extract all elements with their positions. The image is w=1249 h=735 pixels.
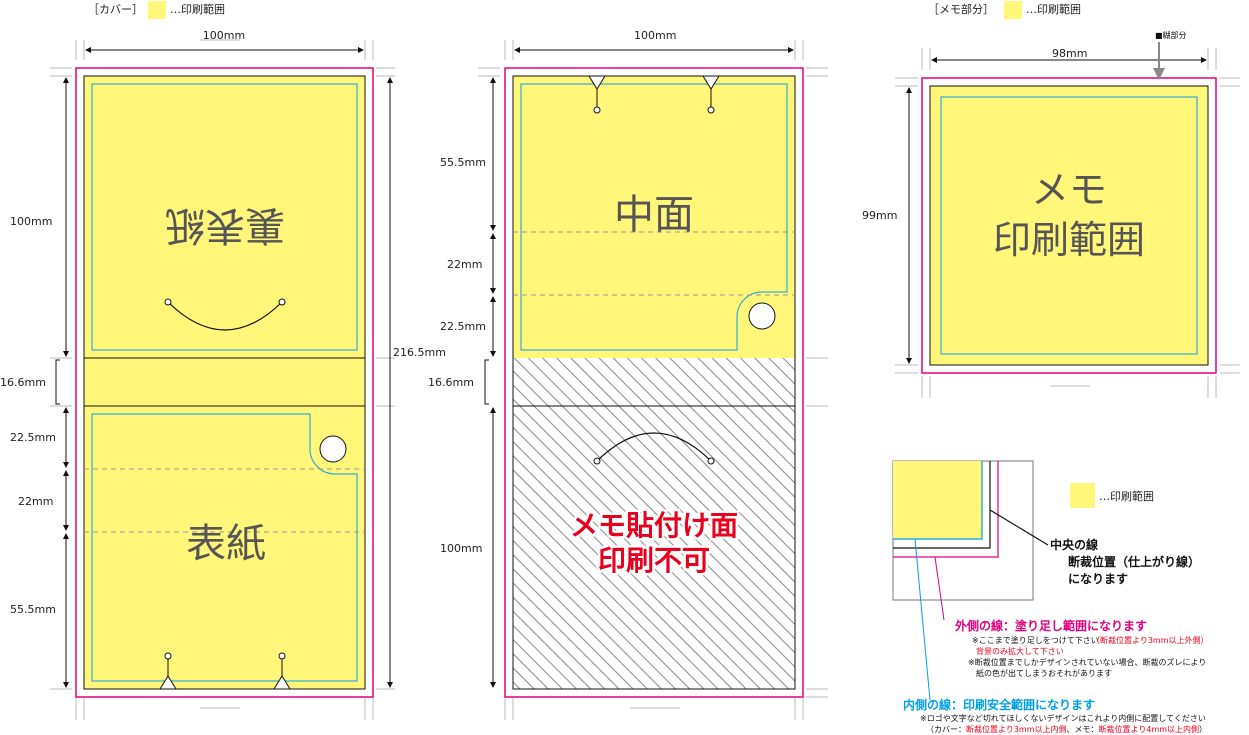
memo-template: メモ 印刷範囲 98mm 99mm ■糊部分 xyxy=(862,30,1240,398)
inner-note-2c: 、メモ： xyxy=(1067,725,1099,734)
cover-curve-line xyxy=(167,301,283,331)
cover-hole xyxy=(319,435,347,463)
center-line-title: 中央の線 xyxy=(1050,537,1098,552)
middle-no-print-line1: メモ貼付け面 xyxy=(570,509,738,542)
memo-legend-swatch xyxy=(1004,1,1022,19)
cover-bottom3-label: 55.5mm xyxy=(10,603,56,616)
middle-hole xyxy=(748,302,776,330)
cover-front-area xyxy=(84,406,365,689)
legend-yellow-area xyxy=(893,461,982,539)
memo-legend-text: …印刷範囲 xyxy=(1026,2,1081,16)
memo-bleed-line xyxy=(921,77,1217,374)
cover-notch-right xyxy=(273,675,291,690)
inner-line-title: 内側の線：印刷安全範囲になります xyxy=(903,697,1095,712)
middle-width-label: 100mm xyxy=(634,29,676,42)
middle-inner-area xyxy=(513,76,795,358)
cover-back-safe-line xyxy=(91,83,358,351)
middle-bottom-label: 100mm xyxy=(440,542,482,555)
glue-arrow-icon xyxy=(1153,68,1165,80)
cover-width-label: 100mm xyxy=(203,29,245,42)
inner-note-2e: ） xyxy=(1199,725,1207,734)
inner-note-1: ※ロゴや文字など切れてほしくないデザインはこれより内側に配置してください xyxy=(920,713,1206,723)
middle-template: 中面 メモ貼付け面 印刷不可 100mm 55.5mm 22mm 22.5mm … xyxy=(428,29,828,720)
cover-bottom2-label: 22mm xyxy=(18,495,53,508)
cover-back-title: 裏表紙 xyxy=(165,202,285,248)
memo-safe-line xyxy=(940,96,1198,355)
center-line-desc1: 断裁位置（仕上がり線） xyxy=(1068,554,1200,569)
outer-note-4: 紙の色が出てしまうおそれがあります xyxy=(976,668,1112,678)
cover-bottom1-label: 22.5mm xyxy=(10,431,56,444)
middle-no-print-area xyxy=(513,358,795,689)
cover-total-label: 216.5mm xyxy=(393,346,446,359)
legend-print-text: …印刷範囲 xyxy=(1099,489,1154,503)
inner-note-2: （カバー：断裁位置より3mm以上内側、メモ：断裁位置より4mm以上内側） xyxy=(926,724,1207,734)
cover-spine-label: 16.6mm xyxy=(0,376,46,389)
memo-print-area xyxy=(930,86,1208,365)
cover-notch-left xyxy=(159,675,177,690)
middle-d1-label: 55.5mm xyxy=(440,156,486,169)
inner-note-2b: 断裁位置より3mm以上内側 xyxy=(966,724,1067,734)
cover-template: 裏表紙 表紙 100mm 100mm 16.6mm 22.5mm 22mm 55… xyxy=(0,29,446,720)
memo-title-line1: メモ xyxy=(1031,168,1107,212)
outer-line-title: 外側の線：塗り足し範囲になります xyxy=(955,618,1147,633)
middle-spine-label: 16.6mm xyxy=(428,376,474,389)
outer-note-1a: ※ここまで塗り足しをつけて下さい xyxy=(972,635,1099,645)
cover-bleed-line xyxy=(75,67,374,698)
center-line-desc2: になります xyxy=(1068,572,1128,586)
memo-legend-label: ［メモ部分］ xyxy=(928,2,994,16)
middle-d3-label: 22.5mm xyxy=(440,320,486,333)
cover-legend-label: ［カバー］ xyxy=(88,3,143,16)
inner-note-2d: 断裁位置より4mm以上内側 xyxy=(1099,724,1200,734)
outer-note-3: ※断裁位置までしかデザインされていない場合、断裁のズレにより xyxy=(968,657,1206,667)
legend-box: …印刷範囲 中央の線 断裁位置（仕上がり線） になります 外側の線：塗り足し範囲… xyxy=(892,460,1209,734)
memo-width-label: 98mm xyxy=(1052,47,1087,60)
cover-legend-swatch xyxy=(148,1,166,19)
middle-bleed-line xyxy=(504,67,804,698)
outer-note-2: 背景のみ拡大して下さい xyxy=(976,646,1064,656)
cover-trim-line xyxy=(83,75,366,690)
glue-label: ■糊部分 xyxy=(1155,30,1187,40)
inner-note-2a: （カバー： xyxy=(926,725,966,734)
legend-swatch xyxy=(1070,483,1095,508)
middle-d2-label: 22mm xyxy=(447,258,482,271)
memo-title-line2: 印刷範囲 xyxy=(993,218,1145,262)
cover-legend-text: …印刷範囲 xyxy=(170,2,225,16)
middle-safe-line xyxy=(520,83,788,351)
cover-back-area xyxy=(84,76,365,358)
middle-inner-title: 中面 xyxy=(614,192,694,238)
outer-note-1b: （断裁位置より3mm以上外側） xyxy=(1092,635,1209,645)
middle-no-print-line2: 印刷不可 xyxy=(598,544,710,577)
cover-top-height-label: 100mm xyxy=(10,215,52,228)
cover-front-title: 表紙 xyxy=(186,521,266,567)
middle-trim-line xyxy=(512,75,796,690)
middle-curve-line xyxy=(596,432,712,462)
cover-spine-area xyxy=(84,358,365,406)
memo-height-label: 99mm xyxy=(862,209,897,222)
memo-trim-line xyxy=(929,85,1209,366)
